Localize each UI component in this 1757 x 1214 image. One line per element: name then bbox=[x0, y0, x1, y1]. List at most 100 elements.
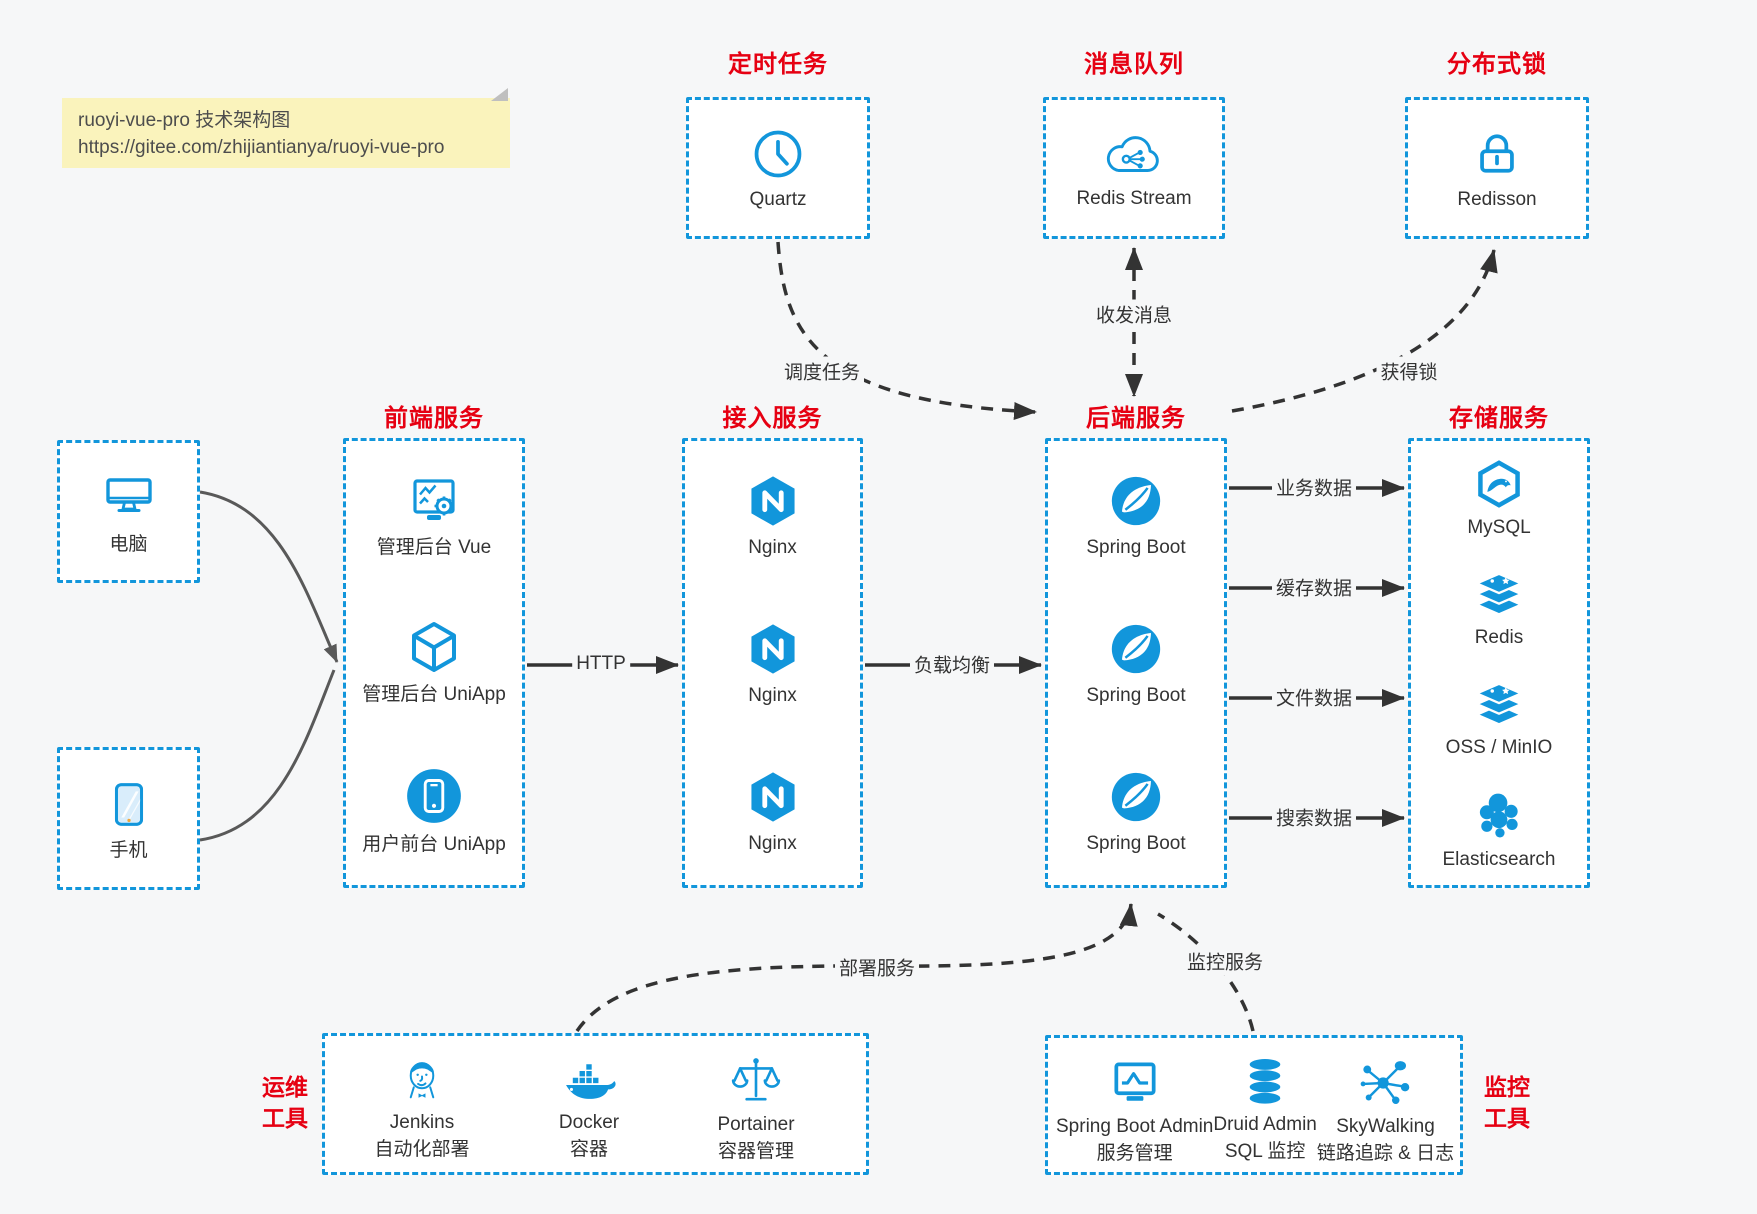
node-label: 手机 bbox=[109, 840, 148, 861]
section-title-scheduled-jobs: 定时任务 bbox=[728, 51, 828, 78]
jenkins-icon bbox=[396, 1053, 448, 1107]
node-springboot-admin: Spring Boot Admin 服务管理 bbox=[1056, 1038, 1213, 1172]
node-sublabel: SQL 监控 bbox=[1224, 1141, 1306, 1162]
node-label: 管理后台 Vue bbox=[376, 537, 492, 559]
edge-label-messaging: 收发消息 bbox=[1091, 299, 1177, 329]
node-jenkins: Jenkins 自动化部署 bbox=[339, 1036, 505, 1172]
node-label: Portainer bbox=[717, 1114, 795, 1135]
node-sublabel: 容器管理 bbox=[717, 1141, 794, 1162]
cloud-stream-icon bbox=[1101, 127, 1167, 181]
node-sublabel: 容器 bbox=[569, 1139, 608, 1160]
backend-services-box: Spring Boot Spring Boot Spring Boot bbox=[1045, 438, 1227, 888]
node-mobile: 手机 bbox=[100, 775, 158, 862]
elasticsearch-icon bbox=[1471, 788, 1527, 844]
node-quartz: Quartz bbox=[749, 126, 807, 211]
node-redis: Redis bbox=[1470, 568, 1528, 649]
section-title-message-queue: 消息队列 bbox=[1084, 51, 1184, 78]
redis-stream-box: Redis Stream bbox=[1043, 97, 1225, 239]
node-label: Nginx bbox=[748, 536, 797, 558]
node-label: MySQL bbox=[1467, 516, 1531, 538]
edge-label-load-balance: 负载均衡 bbox=[909, 649, 995, 679]
connector-schedule bbox=[776, 241, 1037, 421]
node-label: Docker bbox=[558, 1112, 620, 1133]
node-label: Redis Stream bbox=[1076, 187, 1192, 209]
node-nginx-2: Nginx bbox=[744, 620, 802, 707]
redisson-box: Redisson bbox=[1405, 97, 1589, 239]
node-nginx-3: Nginx bbox=[744, 768, 802, 855]
section-title-backend: 后端服务 bbox=[1086, 405, 1186, 432]
node-label: Spring Boot bbox=[1086, 536, 1186, 558]
gateway-services-box: Nginx Nginx Nginx bbox=[682, 438, 863, 888]
ops-tools-title: 运维 工具 bbox=[246, 1072, 324, 1134]
springadmin-icon bbox=[1107, 1055, 1163, 1111]
edge-label-monitor: 监控服务 bbox=[1182, 946, 1268, 976]
node-label: Spring Boot Admin bbox=[1056, 1116, 1214, 1137]
edge-label-cache-data: 缓存数据 bbox=[1271, 572, 1357, 602]
note-title: ruoyi-vue-pro 技术架构图 bbox=[78, 110, 291, 131]
node-label: Druid Admin bbox=[1213, 1114, 1317, 1135]
spring-icon bbox=[1107, 472, 1165, 530]
skywalking-icon bbox=[1357, 1055, 1413, 1111]
node-docker: Docker 容器 bbox=[509, 1036, 669, 1172]
node-elasticsearch: Elasticsearch bbox=[1443, 788, 1556, 871]
section-title-gateway: 接入服务 bbox=[722, 405, 823, 432]
node-label: Spring Boot bbox=[1086, 684, 1186, 706]
node-label: Nginx bbox=[748, 684, 797, 706]
node-redis-stream: Redis Stream bbox=[1076, 127, 1192, 210]
ops-tools-box: Jenkins 自动化部署 Docker 容器 Portainer 容器管理 bbox=[322, 1033, 869, 1175]
node-label: Redis bbox=[1474, 626, 1524, 648]
monitoring-tools-box: Spring Boot Admin 服务管理 Druid Admin SQL 监… bbox=[1045, 1035, 1463, 1175]
portainer-icon bbox=[728, 1053, 784, 1109]
nginx-icon bbox=[744, 472, 802, 530]
desktop-icon bbox=[99, 467, 159, 527]
node-druid-admin: Druid Admin SQL 监控 bbox=[1213, 1038, 1317, 1172]
node-label: Elasticsearch bbox=[1442, 848, 1556, 870]
section-title-storage: 存储服务 bbox=[1449, 405, 1549, 432]
node-label: 用户前台 UniApp bbox=[362, 833, 506, 855]
ops-title-line2: 工具 bbox=[262, 1105, 308, 1131]
node-label: Quartz bbox=[749, 188, 807, 210]
node-label: OSS / MinIO bbox=[1445, 736, 1553, 758]
node-springboot-3: Spring Boot bbox=[1086, 768, 1186, 855]
monitoring-tools-title: 监控 工具 bbox=[1468, 1072, 1546, 1134]
nginx-icon bbox=[744, 768, 802, 826]
edge-label-deploy: 部署服务 bbox=[834, 952, 920, 982]
node-label: Redisson bbox=[1457, 188, 1537, 210]
sticky-note: ruoyi-vue-pro 技术架构图 https://gitee.com/zh… bbox=[62, 88, 510, 168]
section-title-distributed-lock: 分布式锁 bbox=[1447, 51, 1547, 78]
edge-label-file-data: 文件数据 bbox=[1271, 682, 1357, 712]
node-springboot-2: Spring Boot bbox=[1086, 620, 1186, 707]
nginx-icon bbox=[744, 620, 802, 678]
redis-icon bbox=[1470, 568, 1528, 622]
node-pc: 电脑 bbox=[99, 467, 159, 556]
node-admin-uniapp: 管理后台 UniApp bbox=[362, 617, 506, 706]
edge-label-lock: 获得锁 bbox=[1376, 356, 1442, 386]
node-label: 管理后台 UniApp bbox=[362, 684, 506, 706]
druid-icon bbox=[1238, 1055, 1292, 1109]
section-title-frontend: 前端服务 bbox=[384, 405, 484, 432]
uniapp-cube-icon bbox=[404, 617, 464, 677]
monitoring-title-line2: 工具 bbox=[1484, 1105, 1530, 1131]
node-portainer: Portainer 容器管理 bbox=[673, 1036, 839, 1172]
user-app-icon bbox=[403, 765, 465, 827]
node-skywalking: SkyWalking 链路追踪 & 日志 bbox=[1317, 1038, 1454, 1172]
spring-icon bbox=[1107, 620, 1165, 678]
note-fold-corner bbox=[491, 88, 508, 101]
spring-icon bbox=[1107, 768, 1165, 826]
node-oss-minio: OSS / MinIO bbox=[1445, 678, 1553, 759]
node-label: Spring Boot bbox=[1086, 832, 1186, 854]
node-sublabel: 自动化部署 bbox=[374, 1139, 470, 1160]
frontend-services-box: 管理后台 Vue 管理后台 UniApp 用户前台 UniApp bbox=[343, 438, 525, 888]
clock-icon bbox=[750, 126, 806, 182]
node-sublabel: 服务管理 bbox=[1096, 1143, 1173, 1164]
smartphone-icon bbox=[100, 775, 158, 833]
ops-title-line1: 运维 bbox=[262, 1074, 308, 1100]
pc-client-box: 电脑 bbox=[57, 440, 200, 583]
admin-vue-icon bbox=[404, 470, 464, 530]
node-label: SkyWalking bbox=[1336, 1116, 1435, 1137]
lock-icon bbox=[1469, 126, 1525, 182]
node-label: Jenkins bbox=[389, 1112, 455, 1133]
connector-lock bbox=[1231, 249, 1498, 413]
node-label: Nginx bbox=[748, 832, 797, 854]
mobile-client-box: 手机 bbox=[57, 747, 200, 890]
